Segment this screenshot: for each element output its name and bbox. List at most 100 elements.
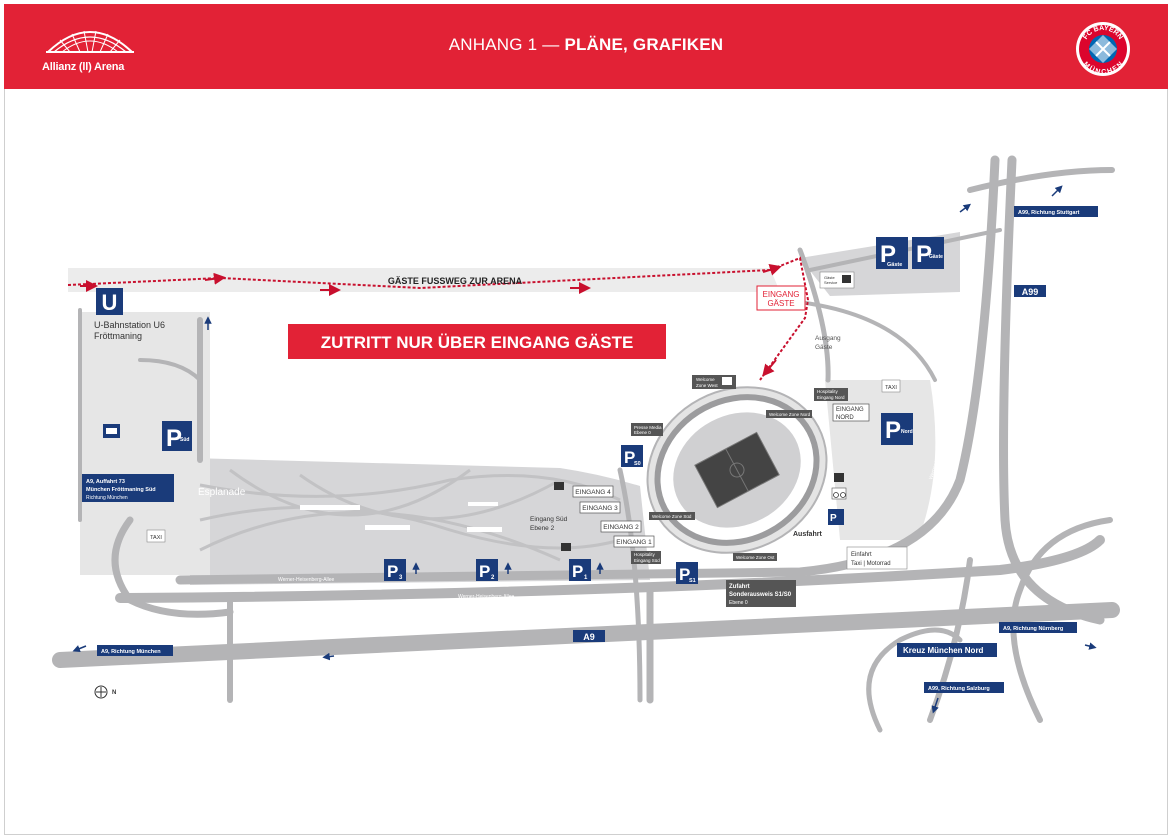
- svg-text:Gäste: Gäste: [824, 275, 835, 280]
- allianz-arena-wordmark: Allianz (ll) Arena: [42, 61, 125, 73]
- taxi-sign-south: TAXI: [146, 529, 166, 543]
- hospitality-nord-line2: Eingang Nord: [817, 395, 845, 400]
- parking-gaeste-bus-icon: [912, 237, 944, 269]
- parking-s1-letter: P: [679, 565, 690, 584]
- parking-gaeste-bus-sub: Gäste: [929, 254, 943, 260]
- esplanade-label: Esplanade: [198, 487, 246, 498]
- parking-icons: [162, 237, 944, 584]
- eingang-1-box: EINGANG 1: [613, 535, 655, 548]
- eingang-sued-line1: Eingang Süd: [530, 516, 568, 523]
- road-werner-south-2: Werner-Heisenberg-Allee: [458, 594, 515, 600]
- svg-text:EINGANG: EINGANG: [763, 290, 800, 299]
- parking-gaeste-bus-letter: P: [916, 241, 932, 268]
- eingang-nord-box: EINGANG NORD: [832, 403, 870, 422]
- parking-p2-sub: 2: [491, 575, 495, 581]
- svg-text:Richtung München: Richtung München: [86, 495, 128, 501]
- a99-shield: A99: [1014, 285, 1046, 297]
- welcome-zone-sued: Welcome Zone Süd: [652, 514, 692, 519]
- parking-gaeste-icon: [876, 237, 908, 269]
- svg-text:A99: A99: [1022, 287, 1039, 297]
- eingang-2-box: EINGANG 2: [600, 520, 642, 533]
- access-banner-text: ZUTRITT NUR ÜBER EINGANG GÄSTE: [321, 333, 634, 352]
- sign-auffahrt-73: A9, Auffahrt 73 München Fröttmaning Süd …: [82, 474, 174, 502]
- eingang-sued-line2: Ebene 2: [530, 525, 555, 532]
- parking-p1-sub: 1: [584, 575, 588, 581]
- sign-a99-stuttgart: A99, Richtung Stuttgart: [1014, 206, 1098, 217]
- compass-north-label: N: [112, 690, 116, 696]
- briefcase-icon-south: [554, 482, 564, 490]
- ubahn-station: U U-Bahnstation U6 Fröttmaning: [94, 288, 165, 341]
- sign-kreuz-muenchen-nord: Kreuz München Nord: [897, 643, 997, 657]
- taxi-sign-north: TAXI: [881, 379, 901, 393]
- header-bar: Allianz (ll) Arena ANHANG 1—PLÄNE, GRAFI…: [4, 4, 1168, 89]
- svg-text:Einfahrt: Einfahrt: [851, 552, 872, 558]
- ubahn-label-line2: Fröttmaning: [94, 331, 142, 341]
- parking-p3-icon: [384, 559, 406, 581]
- svg-text:TAXI: TAXI: [150, 535, 162, 541]
- ubahn-label-line1: U-Bahnstation U6: [94, 320, 165, 330]
- stadium: [646, 386, 828, 554]
- ausgang-gaeste-line2: Gäste: [815, 344, 833, 351]
- hospitality-sued-line2: Eingang Süd: [634, 558, 660, 563]
- sign-a99-salzburg: A99, Richtung Salzburg: [924, 682, 1004, 693]
- guest-walkway-label: GÄSTE FUSSWEG ZUR ARENA: [388, 276, 523, 286]
- eingang-gaeste-box: EINGANG GÄSTE: [756, 285, 806, 311]
- football-pitch: [694, 431, 780, 509]
- a9-shield: A9: [573, 630, 605, 642]
- press-media-line2: Ebene 0: [634, 430, 651, 435]
- svg-text:A99, Richtung Stuttgart: A99, Richtung Stuttgart: [1018, 210, 1080, 216]
- svg-text:A9, Richtung München: A9, Richtung München: [101, 649, 161, 655]
- hospitality-sued-line1: Hospitality: [634, 552, 656, 557]
- north-strip-area: [68, 268, 780, 292]
- guest-service-box: Gäste Service: [819, 271, 855, 289]
- fc-bayern-logo: FC BAYERN MÜNCHEN: [1075, 21, 1131, 77]
- sign-a9-muenchen: A9, Richtung München: [97, 645, 173, 656]
- svg-text:EINGANG: EINGANG: [836, 407, 864, 413]
- svg-text:TAXI: TAXI: [885, 385, 897, 391]
- road-werner-south-1: Werner-Heisenberg-Allee: [278, 577, 335, 583]
- svg-text:Service: Service: [824, 280, 838, 285]
- welcome-zone-ost: Welcome Zone Ost: [736, 555, 775, 560]
- page-title: ANHANG 1—PLÄNE, GRAFIKEN: [4, 35, 1168, 55]
- welcome-zone-west-line1: Welcome: [696, 377, 715, 382]
- eingang-3-box: EINGANG 3: [579, 501, 621, 514]
- parking-nord-letter: P: [885, 417, 901, 444]
- motorcycle-parking-icon: P: [828, 509, 844, 525]
- parking-p3-sub: 3: [399, 575, 403, 581]
- svg-text:Kreuz München Nord: Kreuz München Nord: [903, 646, 984, 655]
- parking-p2-letter: P: [479, 562, 490, 581]
- title-bold: PLÄNE, GRAFIKEN: [564, 35, 724, 54]
- svg-text:EINGANG 3: EINGANG 3: [582, 505, 618, 512]
- ubahn-icon-letter: U: [102, 290, 118, 315]
- station-area: [80, 312, 210, 575]
- parking-s0-icon: [621, 445, 643, 467]
- svg-text:GÄSTE: GÄSTE: [767, 299, 794, 308]
- parking-p1-icon: [569, 559, 591, 581]
- welcome-zone-west-line2: Zone West: [696, 383, 718, 388]
- parking-s1-icon: [676, 562, 698, 584]
- title-separator: —: [542, 35, 560, 54]
- ubahn-icon: [96, 288, 123, 315]
- svg-text:A99, Richtung Salzburg: A99, Richtung Salzburg: [928, 686, 990, 692]
- parking-nord-sub: Nord: [901, 429, 913, 435]
- guest-walkway-route: [67, 256, 810, 381]
- welcome-zone-west-icon: [722, 377, 732, 385]
- welcome-zone-nord: Welcome Zone Nord: [769, 412, 811, 417]
- svg-text:A9, Richtung Nürnberg: A9, Richtung Nürnberg: [1003, 626, 1063, 632]
- parking-arrows: [72, 185, 1097, 714]
- station-shelter-icon: [103, 424, 120, 438]
- svg-text:München Fröttmaning Süd: München Fröttmaning Süd: [86, 487, 156, 493]
- parking-sued-letter: P: [166, 425, 182, 452]
- parking-s0-sub: S0: [634, 461, 641, 467]
- svg-text:EINGANG 2: EINGANG 2: [603, 524, 639, 531]
- bicycle-icon: [831, 487, 847, 500]
- allianz-arena-logo: Allianz (ll) Arena: [40, 18, 150, 78]
- parking-sued-sub: Süd: [180, 437, 189, 443]
- hospitality-nord-line1: Hospitality: [817, 389, 839, 394]
- parking-sued-icon: [162, 421, 192, 451]
- briefcase-icon-north: [834, 473, 844, 482]
- zufahrt-line2: Sonderausweis S1/S0: [729, 592, 792, 598]
- briefcase-icon: [842, 275, 851, 283]
- esplanade-platforms: [300, 502, 502, 532]
